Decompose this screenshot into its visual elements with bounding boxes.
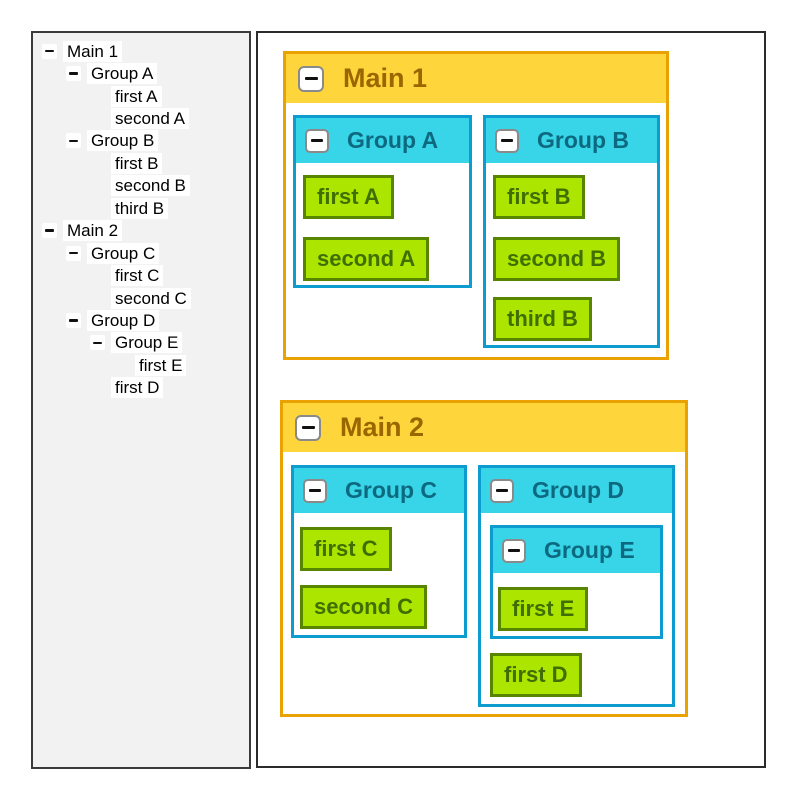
tree-collapse-button[interactable] (42, 223, 57, 239)
tree-item-label[interactable]: Group A (87, 63, 158, 85)
tree-view-panel[interactable]: Main 1 Group A first A second A Group B … (31, 31, 251, 769)
tree-item-first-e[interactable]: first E (33, 354, 249, 376)
group-a-header: Group A (296, 118, 469, 163)
tree-item-label[interactable]: second A (111, 108, 189, 130)
group-c-header: Group C (294, 468, 464, 513)
group-title: Group E (544, 537, 635, 563)
tree-item-first-d[interactable]: first D (33, 377, 249, 399)
minus-icon (45, 49, 54, 53)
node-second-a[interactable]: second A (303, 237, 430, 281)
group-a[interactable]: Group A first A second A (293, 115, 472, 288)
group-main-2-header: Main 2 (283, 403, 685, 452)
tree-item-first-a[interactable]: first A (33, 85, 249, 107)
node-first-a[interactable]: first A (303, 175, 394, 219)
minus-icon (69, 72, 78, 75)
tree-item-label[interactable]: Main 1 (63, 40, 123, 62)
tree-collapse-button[interactable] (90, 335, 105, 351)
tree-collapse-button[interactable] (66, 66, 81, 82)
tree-item-label[interactable]: Group E (111, 332, 183, 354)
minus-icon (45, 229, 54, 232)
minus-icon (301, 425, 315, 430)
tree-item-label[interactable]: first D (111, 377, 164, 399)
minus-icon (69, 319, 78, 322)
subgraph-expander-button[interactable] (495, 128, 519, 153)
tree-item-label[interactable]: first B (111, 152, 163, 174)
node-first-b[interactable]: first B (493, 175, 585, 219)
tree-item-second-a[interactable]: second A (33, 107, 249, 130)
tree-item-label[interactable]: Main 2 (63, 220, 123, 242)
tree-item-main-2[interactable]: Main 2 (33, 220, 249, 242)
subgraph-expander-button[interactable] (303, 478, 327, 503)
tree-collapse-button[interactable] (66, 245, 81, 261)
group-title: Group C (345, 477, 437, 503)
group-title: Group A (347, 127, 439, 153)
tree-item-first-b[interactable]: first B (33, 152, 249, 174)
group-title: Main 2 (340, 412, 425, 442)
group-e[interactable]: Group E first E (490, 525, 663, 639)
minus-icon (93, 341, 102, 345)
tree-item-second-b[interactable]: second B (33, 175, 249, 197)
tree-item-third-b[interactable]: third B (33, 197, 249, 219)
group-title: Group B (537, 127, 629, 153)
group-b-header: Group B (486, 118, 657, 163)
node-second-c[interactable]: second C (300, 585, 428, 629)
tree-item-label[interactable]: Group D (87, 309, 160, 331)
tree-item-group-c[interactable]: Group C (33, 242, 249, 264)
tree-item-label[interactable]: Group B (87, 130, 159, 152)
subgraph-expander-button[interactable] (295, 414, 321, 441)
group-c[interactable]: Group C first C second C (291, 465, 467, 638)
tree-item-first-c[interactable]: first C (33, 264, 249, 287)
node-first-c[interactable]: first C (300, 527, 392, 571)
group-main-1-header: Main 1 (286, 54, 666, 103)
tree-item-group-e[interactable]: Group E (33, 332, 249, 354)
tree-item-label[interactable]: third B (111, 197, 169, 219)
tree-item-group-a[interactable]: Group A (33, 62, 249, 85)
tree-item-label[interactable]: Group C (87, 242, 160, 264)
minus-icon (69, 139, 78, 143)
tree-item-group-d[interactable]: Group D (33, 309, 249, 331)
tree-item-label[interactable]: first E (135, 354, 187, 376)
tree-item-label[interactable]: second C (111, 287, 191, 309)
minus-icon (311, 139, 323, 142)
group-title: Main 1 (343, 63, 428, 93)
subgraph-expander-button[interactable] (502, 538, 526, 563)
group-d[interactable]: Group D Group E first E first D (478, 465, 675, 707)
node-third-b[interactable]: third B (493, 297, 592, 341)
minus-icon (304, 76, 318, 81)
minus-icon (496, 489, 508, 492)
tree-item-label[interactable]: first A (111, 85, 162, 107)
minus-icon (69, 251, 78, 255)
group-title: Group D (532, 477, 624, 503)
node-second-b[interactable]: second B (493, 237, 621, 281)
minus-icon (508, 549, 520, 552)
tree-collapse-button[interactable] (42, 43, 57, 59)
tree-collapse-button[interactable] (66, 133, 81, 149)
tree-item-group-b[interactable]: Group B (33, 130, 249, 152)
group-e-header: Group E (493, 528, 660, 573)
tree-collapse-button[interactable] (66, 312, 81, 328)
subgraph-expander-button[interactable] (298, 65, 324, 92)
group-d-header: Group D (481, 468, 672, 513)
tree-item-label[interactable]: first C (111, 265, 164, 287)
tree-item-main-1[interactable]: Main 1 (33, 40, 249, 62)
tree-item-second-c[interactable]: second C (33, 287, 249, 309)
node-first-d[interactable]: first D (490, 653, 582, 697)
group-main-2[interactable]: Main 2 Group C first C second C Group D (280, 400, 688, 717)
tree-item-label[interactable]: second B (111, 175, 190, 197)
minus-icon (309, 489, 321, 492)
node-first-e[interactable]: first E (498, 587, 589, 631)
diagram-canvas[interactable]: Main 1 Group A first A second A Group B … (256, 31, 766, 768)
subgraph-expander-button[interactable] (305, 128, 329, 153)
group-main-1[interactable]: Main 1 Group A first A second A Group B … (283, 51, 669, 360)
subgraph-expander-button[interactable] (490, 478, 514, 503)
group-b[interactable]: Group B first B second B third B (483, 115, 660, 348)
minus-icon (501, 139, 513, 142)
